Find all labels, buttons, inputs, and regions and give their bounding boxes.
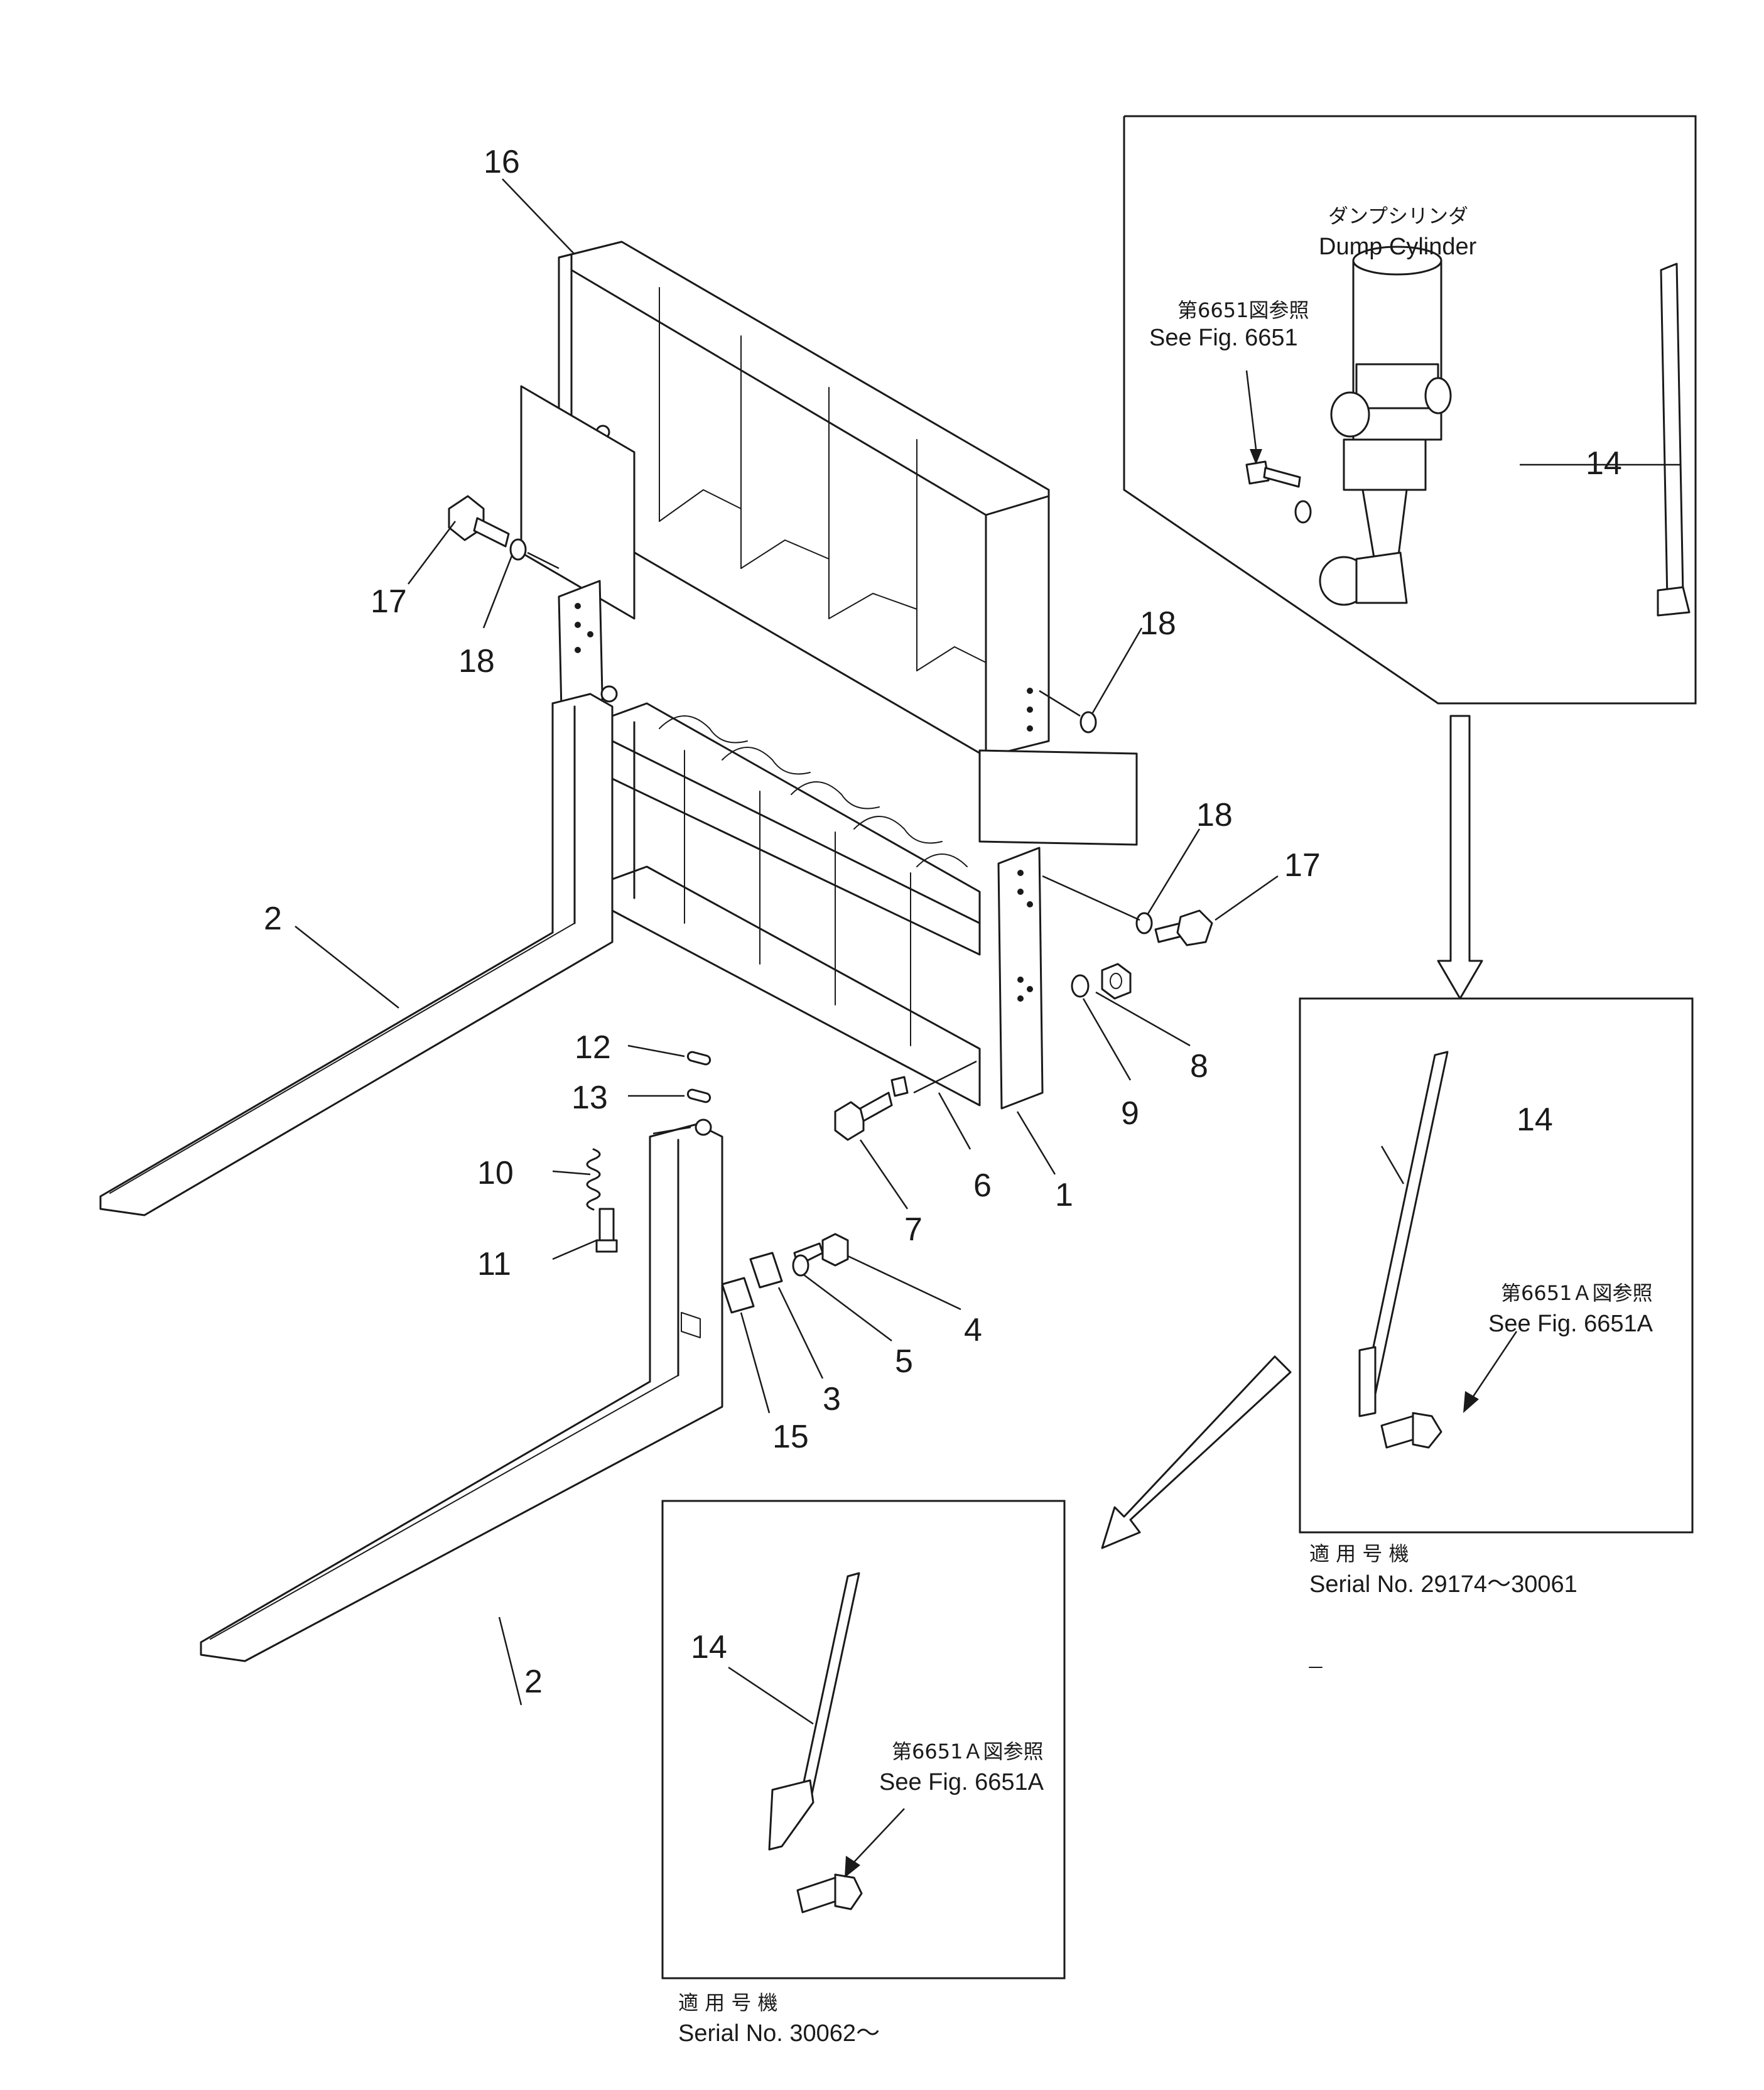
callout-18-right: 18 [1196, 797, 1233, 833]
callout-17-right: 17 [1284, 847, 1321, 884]
spring-10 [586, 1148, 601, 1211]
callout-15: 15 [772, 1419, 809, 1455]
see-fig-6651-en: See Fig. 6651 [1149, 325, 1298, 351]
callout-18-left: 18 [458, 643, 495, 680]
serial-range-29174: Serial No. 29174～30061 [1309, 1571, 1577, 1598]
washer-18-right [1135, 912, 1153, 934]
callout-1: 1 [1055, 1177, 1073, 1213]
bolt-4 [793, 1233, 849, 1267]
plate-15 [721, 1277, 755, 1314]
callout-4: 4 [964, 1312, 982, 1348]
see-fig-6651a-en-mid: See Fig. 6651A [1488, 1311, 1653, 1337]
inset-serial-29174: 14 第6651Ａ図参照 See Fig. 6651A [1299, 997, 1694, 1534]
bolt-17-left [448, 495, 510, 548]
pin-13 [686, 1088, 712, 1103]
dump-cylinder-label-en: Dump Cylinder [1319, 234, 1477, 260]
pin-12 [686, 1051, 712, 1066]
callout-5: 5 [895, 1343, 913, 1380]
callout-11: 11 [477, 1246, 511, 1282]
inset-dump-cylinder: ダンプシリンダ Dump Cylinder 第6651図参照 See Fig. … [1123, 115, 1697, 705]
inset-serial-30062: 14 第6651Ａ図参照 See Fig. 6651A [661, 1500, 1066, 1979]
arrow-diagonal-icon [1101, 1355, 1292, 1549]
serial-label-jp-bottom: 適 用 号 機 [678, 1991, 778, 2015]
see-fig-6651a-jp-bottom: 第6651Ａ図参照 [892, 1740, 1043, 1763]
callout-14-middle: 14 [1517, 1102, 1553, 1138]
washer-18-upper-right [1080, 711, 1097, 734]
callout-14-top: 14 [1586, 445, 1622, 482]
washer-18-left [509, 538, 527, 561]
mounting-plate-left [520, 385, 636, 620]
serial-range-30062: Serial No. 30062～ [678, 2020, 880, 2047]
bolt-7 [834, 1091, 893, 1141]
washer-9 [1071, 974, 1090, 998]
bolt-17-right [1154, 909, 1213, 946]
callout-17-left: 17 [371, 583, 407, 620]
callout-3: 3 [823, 1381, 841, 1417]
callout-2-lower: 2 [524, 1664, 543, 1700]
callout-18-upper-right: 18 [1140, 605, 1176, 642]
mounting-plate-right [978, 749, 1138, 846]
callout-16: 16 [484, 144, 520, 180]
dump-cylinder-label-jp: ダンプシリンダ [1328, 204, 1468, 228]
see-fig-6651a-en-bottom: See Fig. 6651A [879, 1769, 1044, 1795]
backrest-16 [558, 241, 1050, 758]
plate-3 [749, 1252, 783, 1289]
fork-2-lower [200, 1118, 723, 1662]
fork-2-upper [99, 685, 618, 1216]
callout-12: 12 [575, 1029, 611, 1066]
see-fig-6651-jp: 第6651図参照 [1177, 298, 1309, 322]
nut-8 [1101, 963, 1132, 1000]
serial-label-jp-mid: 適 用 号 機 [1309, 1542, 1409, 1566]
callout-2-upper: 2 [264, 901, 282, 937]
callout-8: 8 [1190, 1048, 1208, 1085]
pin-11 [595, 1208, 618, 1253]
washer-5 [792, 1254, 809, 1277]
callout-7: 7 [904, 1211, 923, 1248]
callout-9: 9 [1121, 1095, 1139, 1132]
callout-6: 6 [973, 1167, 992, 1204]
callout-13: 13 [571, 1080, 608, 1116]
callout-10: 10 [477, 1155, 514, 1191]
arrow-down-icon [1437, 715, 1483, 1000]
see-fig-6651a-jp-mid: 第6651Ａ図参照 [1501, 1281, 1652, 1305]
spacer-6 [890, 1076, 909, 1097]
callout-14-bottom: 14 [691, 1629, 727, 1665]
